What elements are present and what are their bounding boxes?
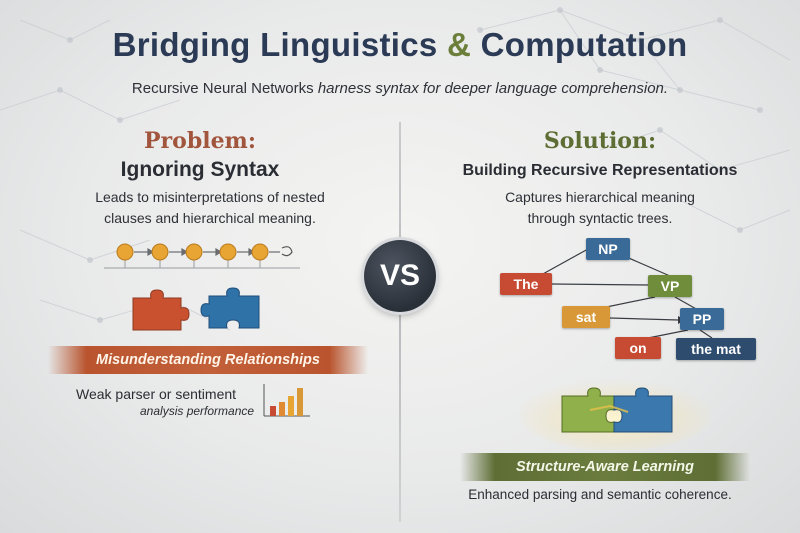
chain-sequence-icon	[104, 243, 300, 269]
problem-description: Leads to misinterpretations of nested cl…	[50, 187, 370, 229]
solution-description-line2: through syntactic trees.	[527, 210, 673, 226]
subtitle-bold: Recursive Neural Networks	[131, 80, 314, 97]
solution-heading: Solution:	[543, 128, 657, 154]
vs-badge: VS	[364, 240, 436, 312]
title-part2: Computation	[480, 26, 688, 63]
subtitle: Recursive Neural Networks harness syntax…	[0, 80, 800, 97]
subtitle-rest: harness syntax for deeper language compr…	[317, 80, 669, 97]
problem-description-line2: clauses and hierarchical meaning.	[104, 210, 316, 226]
puzzle-pieces-joined-icon	[520, 379, 710, 450]
tree-node-the-mat: the mat	[676, 338, 756, 360]
solution-subheading: Building Recursive Representations	[462, 162, 738, 179]
puzzle-pieces-apart-icon	[132, 287, 260, 331]
problem-subheading: Ignoring Syntax	[120, 158, 280, 181]
weak-performance-line2: analysis performance	[140, 404, 255, 418]
tree-node-np: NP	[586, 238, 630, 260]
solution-description: Captures hierarchical meaning through sy…	[450, 187, 750, 229]
page-title: Bridging Linguistics & Computation	[0, 26, 800, 64]
weak-performance-line1: Weak parser or sentiment	[76, 386, 237, 402]
tree-node-on: on	[615, 337, 661, 359]
tree-node-pp: PP	[680, 308, 724, 330]
problem-heading: Problem:	[144, 128, 256, 154]
tree-node-vp: VP	[648, 275, 692, 297]
structure-aware-banner: Structure-Aware Learning	[460, 453, 750, 481]
title-ampersand: &	[447, 26, 472, 63]
bar-chart-icon	[263, 384, 310, 417]
tree-node-the: The	[500, 273, 552, 295]
tree-node-sat: sat	[562, 306, 610, 328]
solution-footer: Enhanced parsing and semantic coherence.	[468, 487, 732, 502]
title-part1: Bridging Linguistics	[112, 26, 438, 63]
problem-description-line1: Leads to misinterpretations of nested	[95, 189, 325, 205]
solution-description-line1: Captures hierarchical meaning	[505, 189, 695, 205]
misunderstanding-banner: Misunderstanding Relationships	[48, 346, 368, 374]
center-divider	[399, 122, 401, 522]
